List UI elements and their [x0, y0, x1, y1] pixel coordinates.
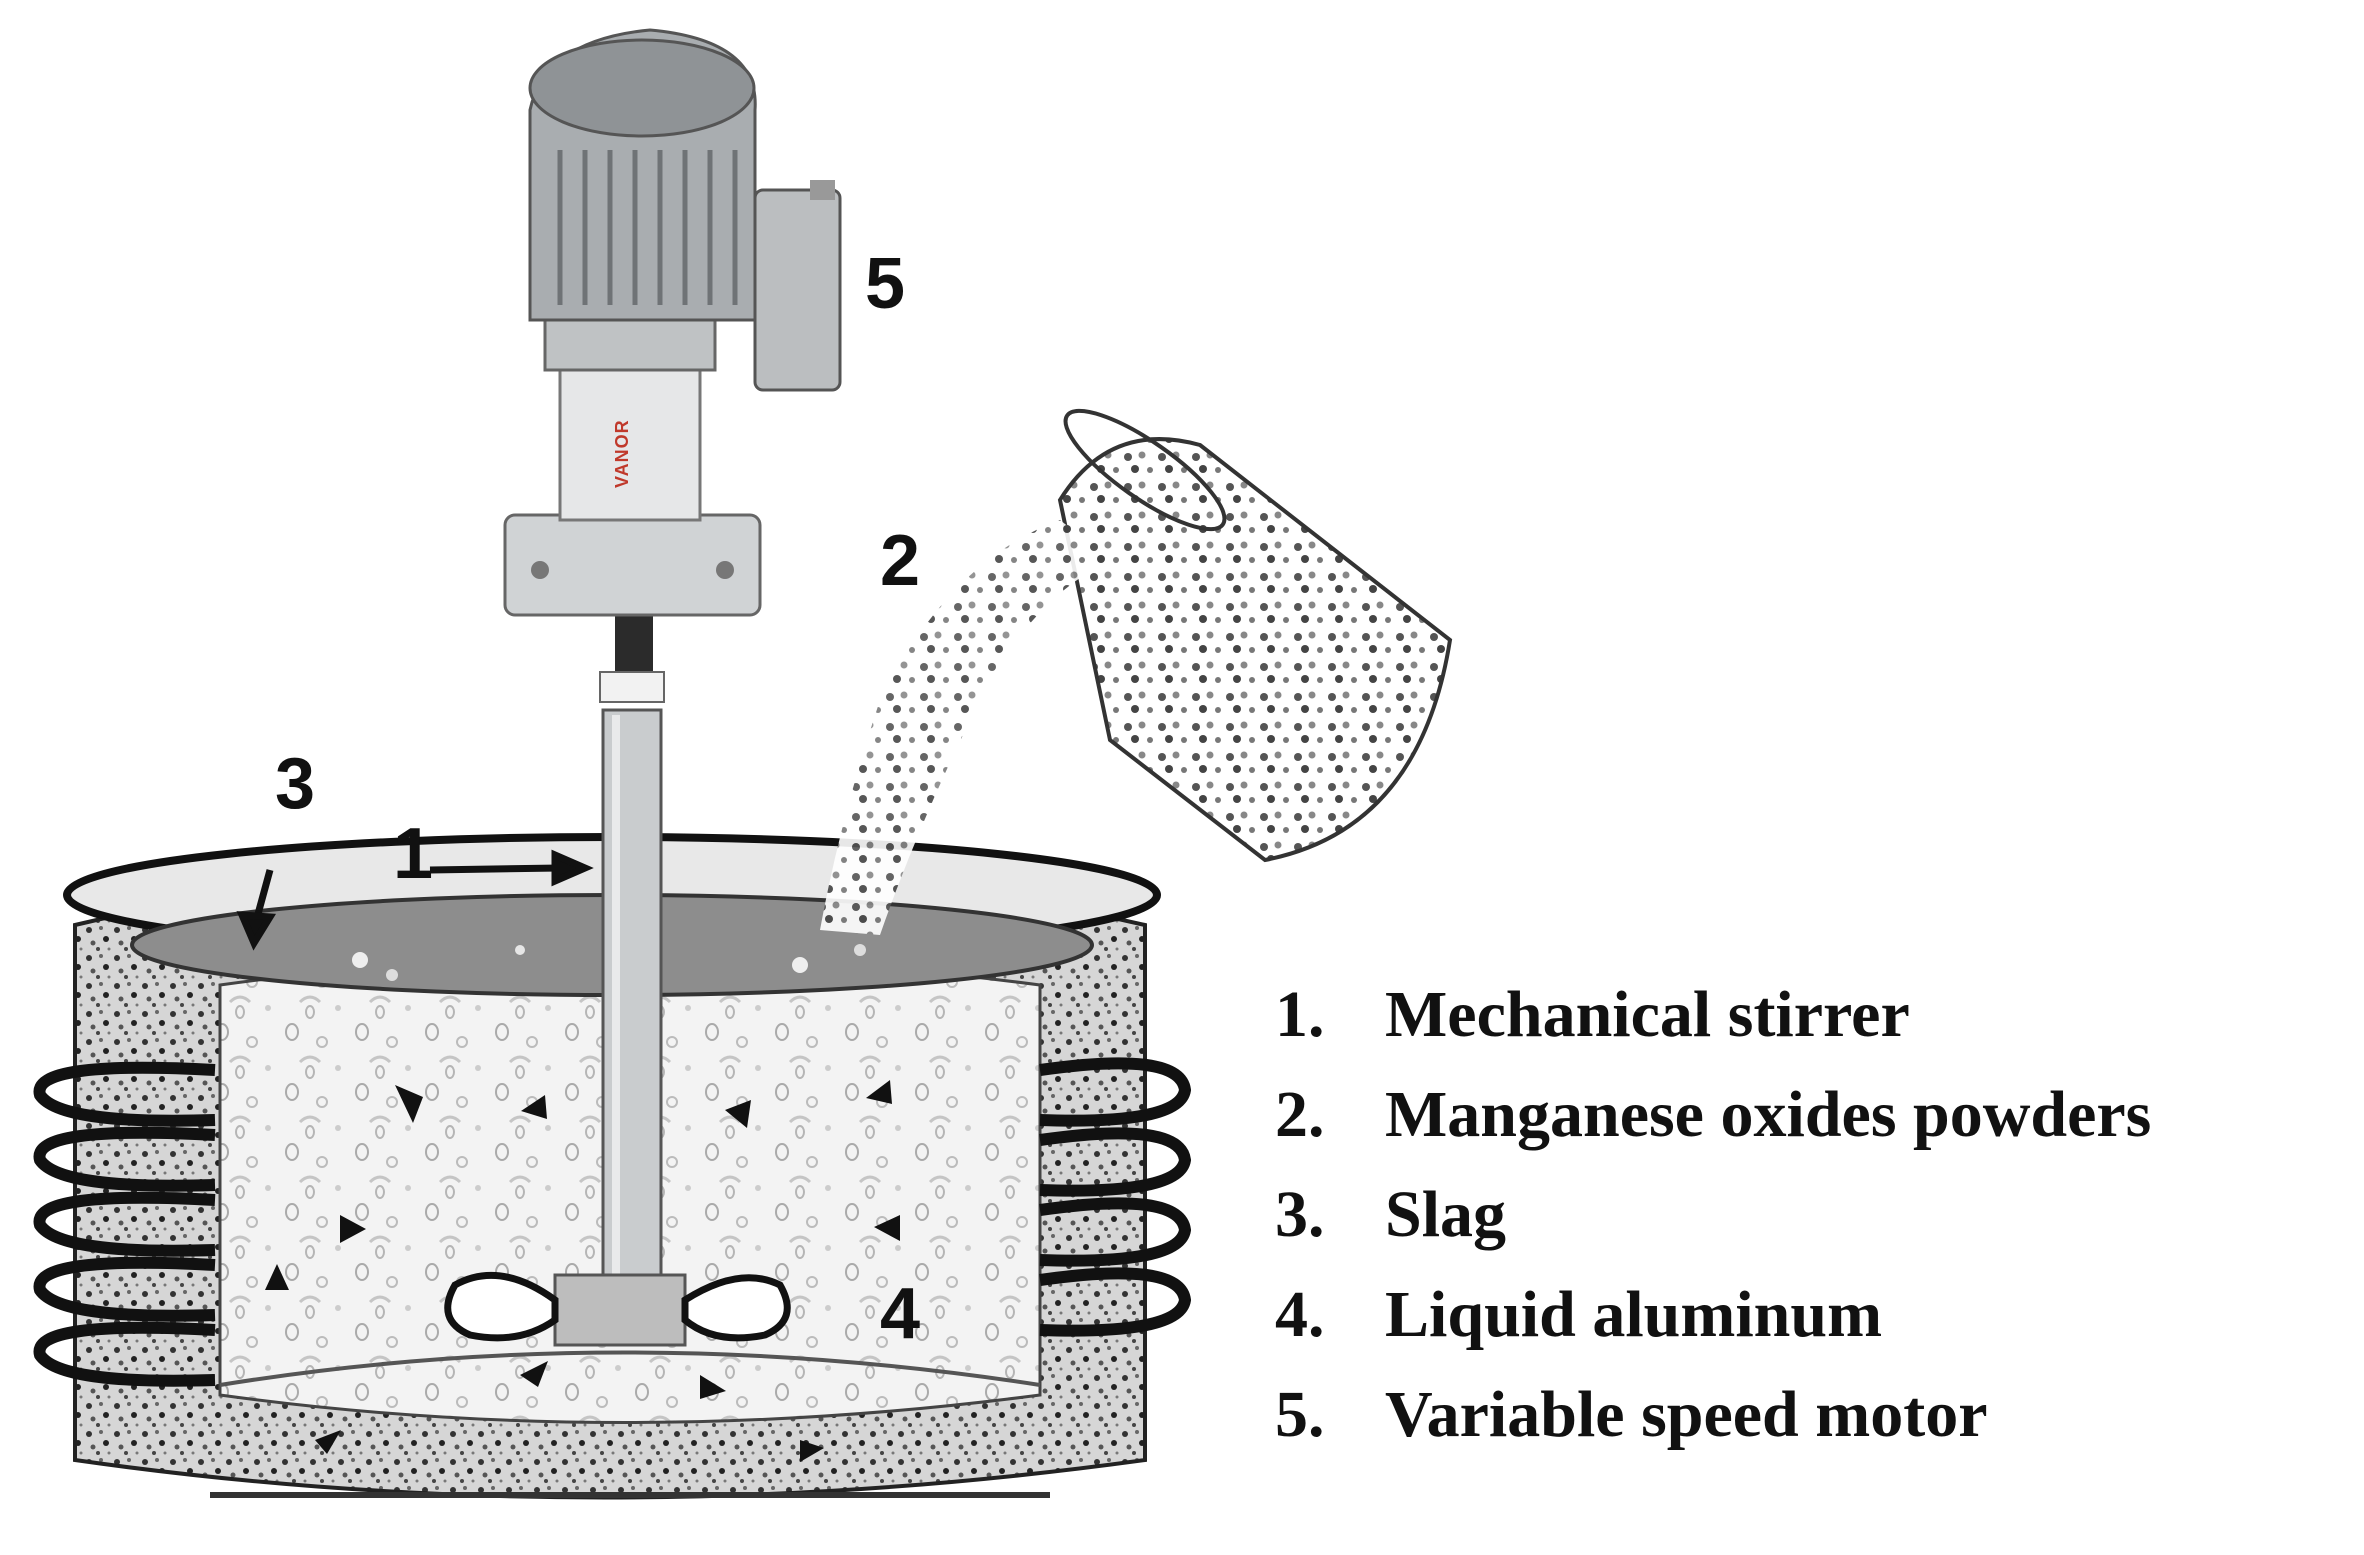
manganese-oxide-powder [820, 408, 1453, 935]
callout-5-motor: 5 [865, 244, 906, 324]
callout-arrows [236, 849, 594, 951]
variable-speed-motor [503, 28, 842, 617]
legend-number: 3. [1275, 1178, 1325, 1251]
legend-item: 2. Manganese oxides powders [1275, 1065, 2151, 1165]
motor-brand-label: VANOR [612, 419, 632, 488]
induction-coil-left [33, 1061, 216, 1387]
legend-number: 2. [1275, 1078, 1325, 1151]
legend-item: 5. Variable speed motor [1275, 1365, 2151, 1465]
callout-4-aluminum: 4 [880, 1274, 921, 1354]
legend-text: Variable speed motor [1385, 1378, 1988, 1451]
legend-text: Slag [1385, 1178, 1507, 1251]
induction-coil-right [1039, 1057, 1192, 1337]
legend-item: 3. Slag [1275, 1165, 2151, 1265]
callout-3-slag: 3 [275, 744, 316, 824]
callout-1-stirrer: 1 [393, 814, 434, 894]
legend-number: 5. [1275, 1378, 1325, 1451]
legend: 1. Mechanical stirrer 2. Manganese oxide… [1275, 965, 2151, 1465]
legend-item: 4. Liquid aluminum [1275, 1265, 2151, 1365]
callout-2-powders: 2 [880, 521, 921, 601]
legend-text: Mechanical stirrer [1385, 978, 1910, 1051]
legend-item: 1. Mechanical stirrer [1275, 965, 2151, 1065]
legend-text: Manganese oxides powders [1385, 1078, 2152, 1151]
legend-text: Liquid aluminum [1385, 1278, 1883, 1351]
legend-number: 1. [1275, 978, 1325, 1051]
mechanical-stirrer [444, 615, 791, 1347]
flow-arrows [265, 1080, 900, 1462]
legend-number: 4. [1275, 1278, 1325, 1351]
